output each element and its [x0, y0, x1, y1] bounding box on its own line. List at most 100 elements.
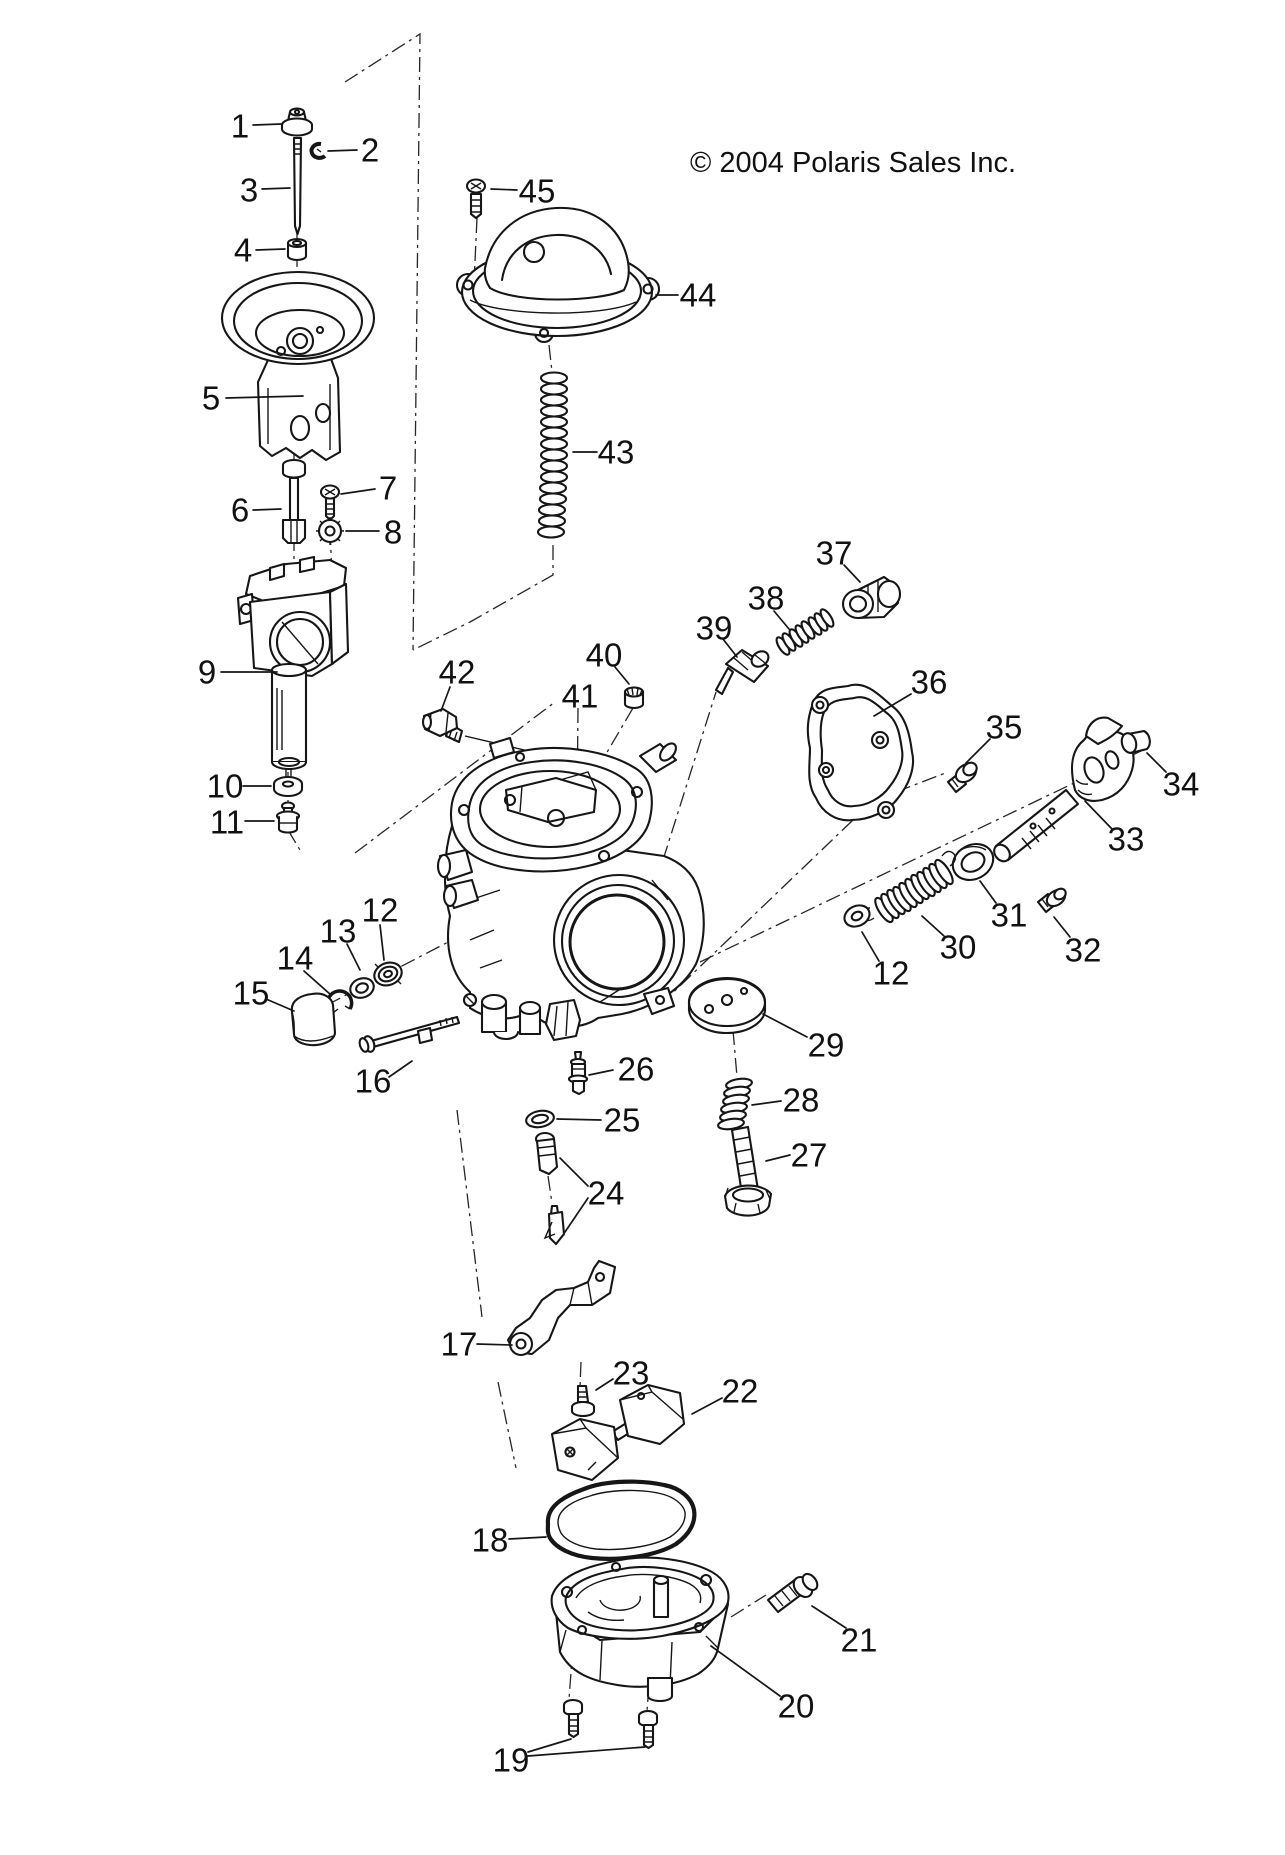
- callout-31: 31: [991, 897, 1028, 934]
- leader-6: [252, 508, 282, 511]
- leader-42: [440, 686, 451, 712]
- leader-25: [556, 1118, 602, 1121]
- leader-36: [873, 693, 912, 717]
- leader-19: [527, 1738, 646, 1757]
- leader-14: [303, 970, 332, 996]
- callout-17: 17: [441, 1326, 478, 1363]
- callout-28: 28: [783, 1082, 820, 1119]
- callout-21: 21: [841, 1622, 878, 1659]
- leader-12b: [861, 931, 880, 962]
- callout-30: 30: [940, 929, 977, 966]
- leader-21: [811, 1605, 847, 1629]
- part-18-bowl-gasket: [545, 1479, 697, 1561]
- callout-35: 35: [986, 709, 1023, 746]
- callout-8: 8: [384, 514, 402, 551]
- part-42-fitting: [421, 707, 464, 744]
- part-25-o-ring: [525, 1109, 555, 1129]
- part-5-diaphragm-slide: [220, 270, 376, 462]
- leader-1: [252, 123, 282, 126]
- leader-2: [327, 149, 358, 152]
- callout-4: 4: [234, 232, 252, 269]
- leader-37: [843, 564, 861, 583]
- leader-39: [722, 638, 738, 658]
- callout-23: 23: [613, 1355, 650, 1392]
- part-33-choke-shaft: [993, 716, 1135, 863]
- leader-lines: [220, 123, 1167, 1757]
- callout-25: 25: [604, 1102, 641, 1139]
- leader-40: [614, 666, 630, 685]
- part-41-carburetor-body: [436, 736, 705, 1042]
- part-13-washer: [349, 977, 375, 999]
- callout-36: 36: [911, 664, 948, 701]
- leader-35: [965, 738, 991, 764]
- leader-17: [476, 1343, 513, 1346]
- leader-38: [773, 610, 790, 630]
- callout-45: 45: [519, 173, 556, 210]
- part-11-plug-grommet: [275, 801, 301, 834]
- part-28-spring: [717, 1077, 753, 1131]
- callout-37: 37: [816, 535, 853, 572]
- callout-13: 13: [320, 913, 357, 950]
- leader-13: [346, 943, 361, 971]
- copyright-notice: © 2004 Polaris Sales Inc.: [690, 147, 1016, 179]
- part-30-return-spring: [860, 850, 957, 924]
- leader-22: [691, 1397, 723, 1415]
- leader-18: [508, 1536, 547, 1540]
- callout-12b: 12: [873, 955, 910, 992]
- callout-5: 5: [202, 380, 220, 417]
- part-29-cover-disc: [687, 976, 767, 1035]
- callout-40: 40: [586, 637, 623, 674]
- part-36-gasket-plate: [806, 683, 915, 822]
- part-31-seal: [951, 842, 995, 882]
- leader-12: [379, 924, 385, 961]
- callout-32: 32: [1065, 932, 1102, 969]
- part-37-plug-fitting: [841, 575, 902, 620]
- part-20-float-bowl: [550, 1556, 730, 1703]
- leader-45: [490, 188, 518, 191]
- leader-7: [340, 488, 376, 495]
- callout-38: 38: [748, 580, 785, 617]
- part-2-e-clip: [309, 141, 327, 160]
- leader-15: [265, 998, 295, 1012]
- part-12-seal-washer-right: [843, 904, 871, 928]
- part-40-nut: [623, 686, 645, 710]
- callout-11: 11: [210, 804, 244, 841]
- callout-42: 42: [439, 654, 476, 691]
- part-43-slide-spring: [536, 371, 569, 539]
- part-45-cover-screw: [465, 178, 487, 220]
- part-39-pilot-screw: [714, 648, 770, 696]
- part-17-float-arm-plate: [506, 1259, 617, 1357]
- part-19-bowl-screws: [562, 1698, 659, 1750]
- part-35-screw: [946, 761, 978, 794]
- part-23-screw: [570, 1384, 596, 1418]
- part-7-screw: [319, 484, 341, 522]
- part-1-retainer-nut: [280, 107, 314, 137]
- leader-30: [921, 915, 945, 937]
- leader-3: [261, 187, 291, 190]
- leader-16: [388, 1060, 413, 1078]
- callout-1: 1: [231, 108, 249, 145]
- callout-20: 20: [778, 1688, 815, 1725]
- part-10-washer: [272, 768, 304, 798]
- part-27-drain-screw: [723, 1125, 773, 1217]
- callout-22: 22: [722, 1373, 759, 1410]
- callout-43: 43: [598, 434, 635, 471]
- part-6-screw-long: [281, 458, 307, 545]
- callout-27: 27: [791, 1137, 828, 1174]
- callout-14: 14: [277, 940, 314, 977]
- callout-26: 26: [618, 1051, 655, 1088]
- callout-39: 39: [696, 610, 733, 647]
- part-15-cap: [290, 992, 337, 1047]
- leader-31: [979, 880, 997, 904]
- callout-44: 44: [680, 277, 717, 314]
- part-32-screw: [1036, 887, 1067, 914]
- leader-4: [255, 248, 286, 251]
- callout-2: 2: [361, 132, 379, 169]
- callout-41: 41: [562, 678, 599, 715]
- part-44-diaphragm-cover: [455, 206, 661, 344]
- callout-3: 3: [240, 172, 258, 209]
- callout-9: 9: [198, 654, 216, 691]
- callout-34: 34: [1163, 766, 1200, 803]
- leader-32: [1053, 916, 1071, 938]
- part-21-screw: [766, 1572, 819, 1614]
